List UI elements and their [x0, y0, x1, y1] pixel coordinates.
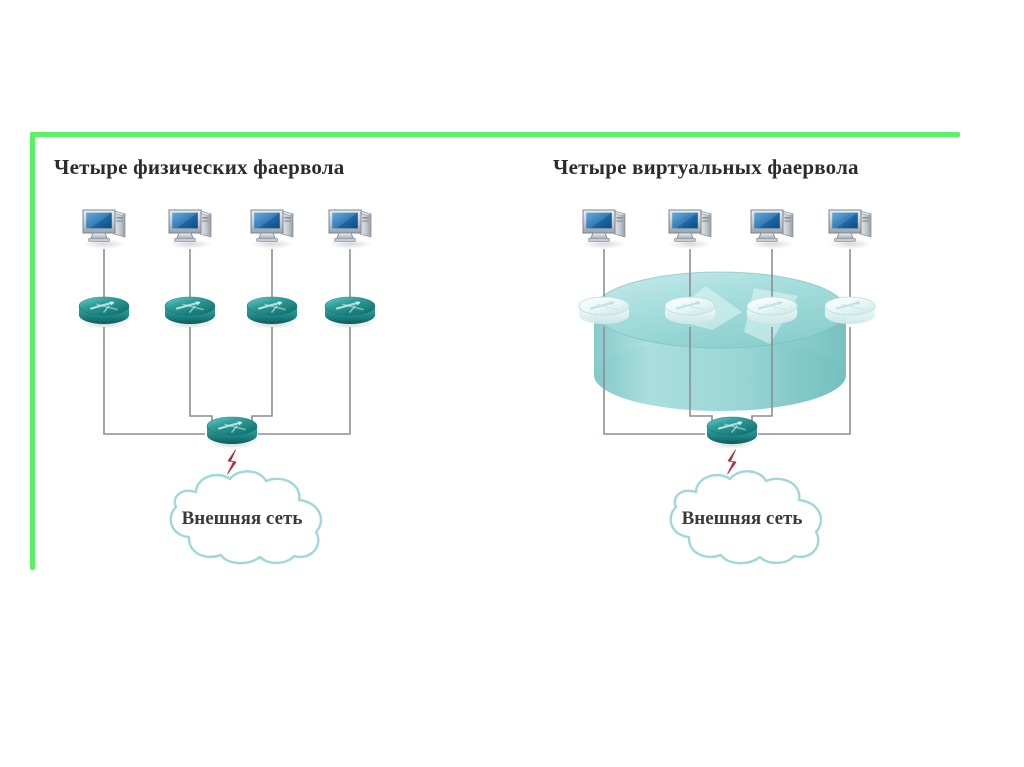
physical-firewall-1[interactable] [78, 296, 130, 329]
firewall-group-physical [78, 296, 376, 329]
cloud-label-virtual: Внешняя сеть [682, 508, 803, 529]
virtual-firewall-4[interactable] [824, 296, 876, 325]
virtual-chassis[interactable] [593, 271, 847, 411]
virtual-firewall-1[interactable] [578, 296, 630, 325]
host-group-physical [81, 209, 373, 249]
accent-border-top [30, 132, 960, 137]
virtual-firewall-3[interactable] [746, 296, 798, 325]
panel-title-virtual: Четыре виртуальных фаервола [553, 155, 859, 179]
link-vfirewall4-router [758, 327, 851, 435]
panel-physical: Внешняя сеть [78, 209, 376, 565]
link-vfirewall1-router [603, 327, 705, 435]
link-firewall2-router [189, 327, 213, 428]
link-firewall1-router [103, 327, 205, 435]
link-firewall3-router [251, 327, 273, 428]
aggregation-router-virtual[interactable] [706, 416, 758, 449]
host-pc-3[interactable] [249, 209, 295, 249]
host-pc-5[interactable] [581, 209, 627, 249]
panel-virtual: Внешняя сеть [578, 209, 876, 565]
host-links-physical [103, 249, 351, 303]
host-pc-2[interactable] [167, 209, 213, 249]
host-links-virtual [603, 249, 851, 303]
physical-firewall-3[interactable] [246, 296, 298, 329]
cloud-label-physical: Внешняя сеть [182, 508, 303, 529]
physical-firewall-4[interactable] [324, 296, 376, 329]
link-firewall4-router [258, 327, 351, 435]
physical-firewall-2[interactable] [164, 296, 216, 329]
panel-title-physical: Четыре физических фаервола [54, 155, 345, 179]
aggregation-router-physical[interactable] [206, 416, 258, 449]
host-pc-6[interactable] [667, 209, 713, 249]
virtual-firewall-2[interactable] [664, 296, 716, 325]
host-pc-8[interactable] [827, 209, 873, 249]
accent-border-left [30, 132, 35, 570]
host-group-virtual [581, 209, 873, 249]
host-pc-4[interactable] [327, 209, 373, 249]
wan-link-lightning-icon-virtual [726, 448, 737, 476]
host-pc-1[interactable] [81, 209, 127, 249]
wan-link-lightning-icon-physical [226, 448, 237, 476]
host-pc-7[interactable] [749, 209, 795, 249]
